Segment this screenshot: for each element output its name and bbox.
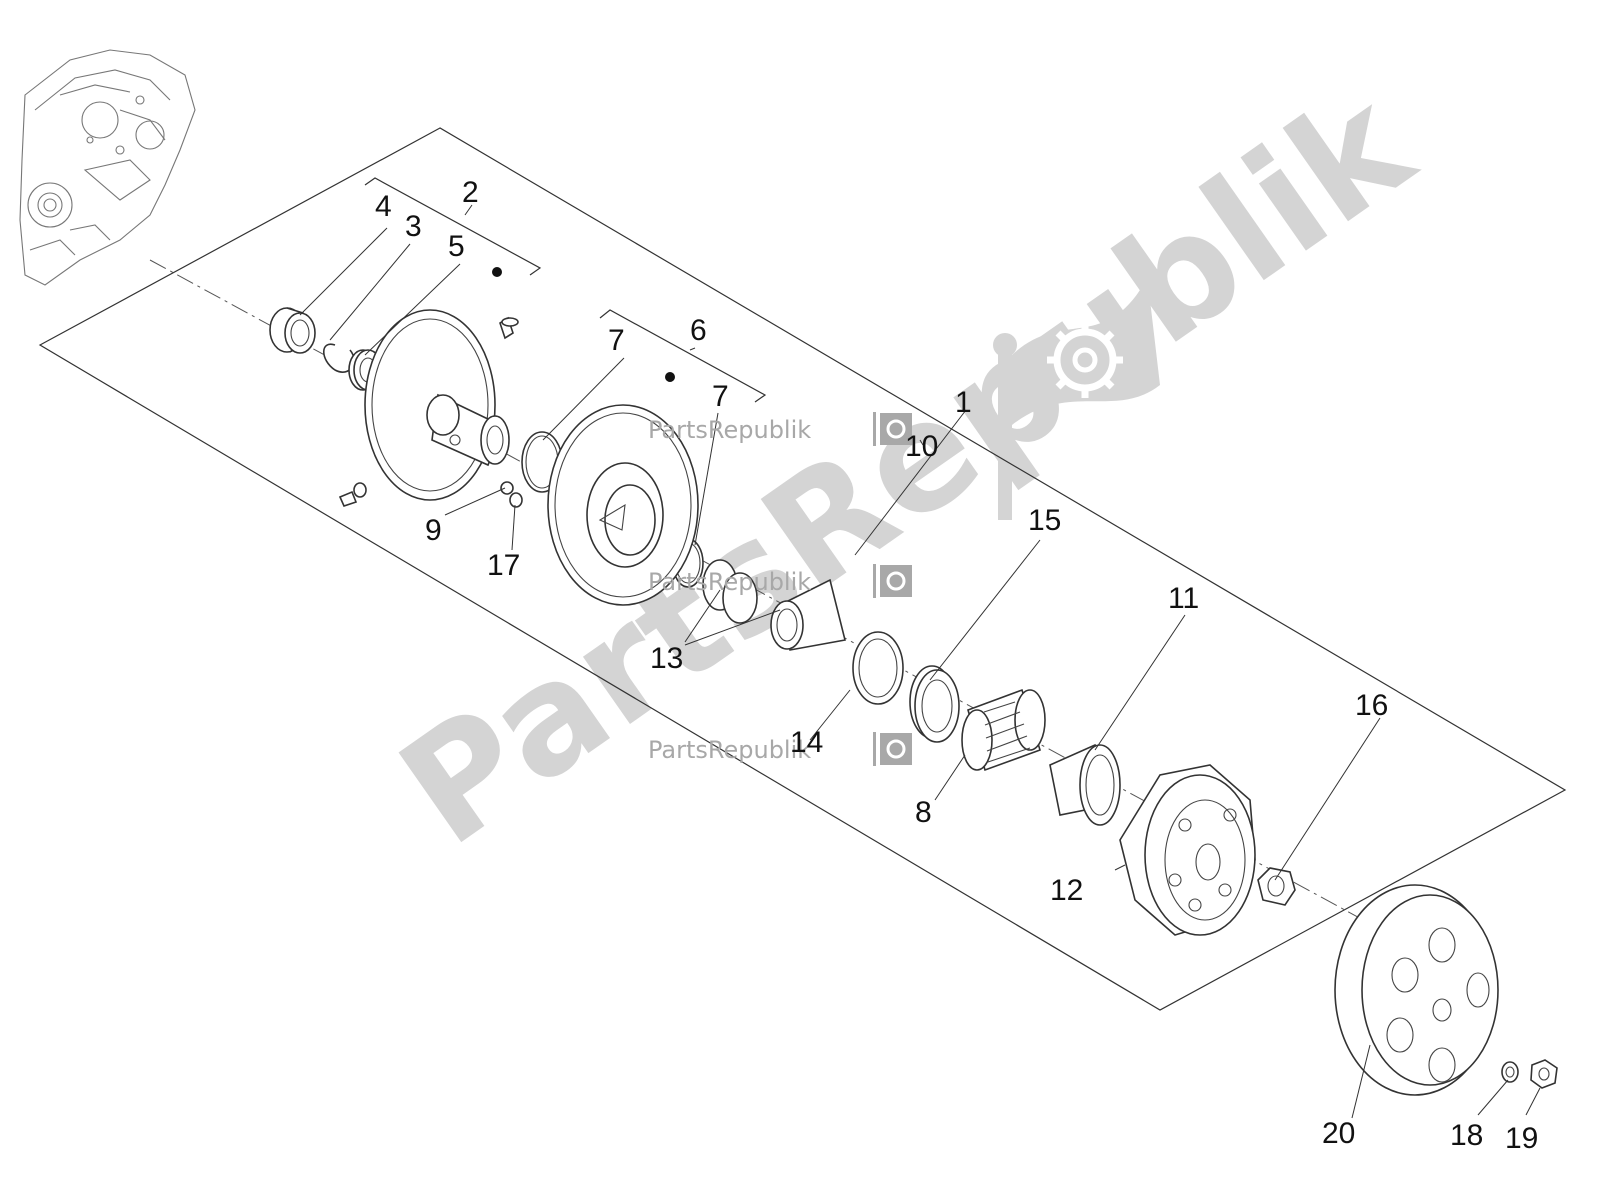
callout-15: 15 [1028,504,1061,537]
watermark-badge-2: PartsRepublik [648,564,912,598]
part-8-spring [961,688,1046,772]
part-19-nut [1530,1059,1558,1089]
callout-6: 6 [690,314,707,347]
bracket-group-6 [599,309,767,403]
watermark-gear-icon-3 [886,739,906,759]
callout-2: 2 [462,176,479,209]
watermark-gear-icon-1 [886,419,906,439]
part-2-fixed-pulley [364,267,510,501]
callout-1: 1 [955,386,972,419]
callout-4: 4 [375,190,392,223]
callout-10: 10 [905,430,938,463]
part-20-clutch-bell [1334,884,1499,1096]
callout-19: 19 [1505,1122,1538,1155]
bracket-group-2 [364,177,542,276]
part-12-clutch-assembly [1119,764,1256,936]
part-18-washer [1501,1061,1519,1083]
callout-7a: 7 [608,324,625,357]
callout-5: 5 [448,230,465,263]
callout-17: 17 [487,549,520,582]
part-10-seal [702,559,758,624]
assembly-outline [38,127,1567,1011]
callout-8: 8 [915,796,932,829]
watermark-flag-logo [993,290,1160,520]
watermark-gear-icon [1047,322,1123,398]
callout-11: 11 [1168,582,1199,615]
callout-3: 3 [405,210,422,243]
callout-7b: 7 [712,380,729,413]
crankcase-sketch [19,49,196,286]
part-13-sleeve [770,578,846,651]
watermark-gear-icon-2 [886,571,906,591]
callout-18: 18 [1450,1119,1483,1152]
callout-16: 16 [1355,689,1388,722]
part-16-nut [1257,867,1296,906]
callout-9: 9 [425,514,442,547]
callout-13: 13 [650,642,683,675]
part-11-collar [1049,743,1121,826]
part-6-movable-pulley [547,372,699,606]
watermark-badge-1: PartsRepublik [648,412,912,446]
leader-lines [299,204,1541,1119]
watermark-badge-3: PartsRepublik [648,732,912,766]
part-15-spring-seat [909,665,960,743]
watermark-text-3: PartsRepublik [648,736,811,764]
callout-12: 12 [1050,874,1083,907]
callout-labels: 1 2 3 4 5 6 7 7 8 9 10 11 12 13 14 15 16… [375,176,1538,1155]
callout-14: 14 [790,726,823,759]
watermark-text-2: PartsRepublik [648,568,811,596]
part-14-washer [852,631,904,705]
watermark-text-1: PartsRepublik [648,416,811,444]
part-4-bushing [269,307,316,354]
callout-20: 20 [1322,1117,1355,1150]
part-pins [338,316,523,508]
